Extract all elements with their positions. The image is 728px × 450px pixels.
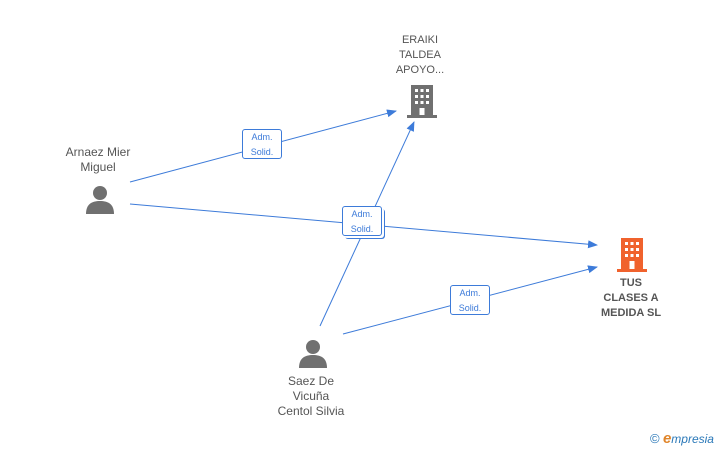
edge-label-arnaez-eraiki[interactable]: Adm. Solid. (242, 129, 282, 159)
brand-name: mpresia (671, 432, 714, 446)
building-icon[interactable] (406, 84, 438, 118)
building-icon[interactable] (616, 237, 648, 272)
edge-label-saez-tus[interactable]: Adm. Solid. (450, 285, 490, 315)
copyright-symbol: © (650, 431, 660, 446)
person-icon[interactable] (85, 185, 115, 215)
person-label-saez[interactable]: Saez De Vicuña Centol Silvia (277, 374, 345, 418)
company-label-tus[interactable]: TUS CLASES A MEDIDA SL (600, 277, 662, 319)
person-icon[interactable] (298, 339, 328, 369)
edge-label-shared[interactable]: Adm. Solid. (342, 206, 382, 236)
empresia-watermark: © empresia (650, 430, 714, 447)
company-label-eraiki[interactable]: ERAIKI TALDEA APOYO... (395, 34, 445, 76)
person-label-arnaez[interactable]: Arnaez Mier Miguel (65, 145, 131, 174)
brand-initial: e (662, 430, 672, 447)
